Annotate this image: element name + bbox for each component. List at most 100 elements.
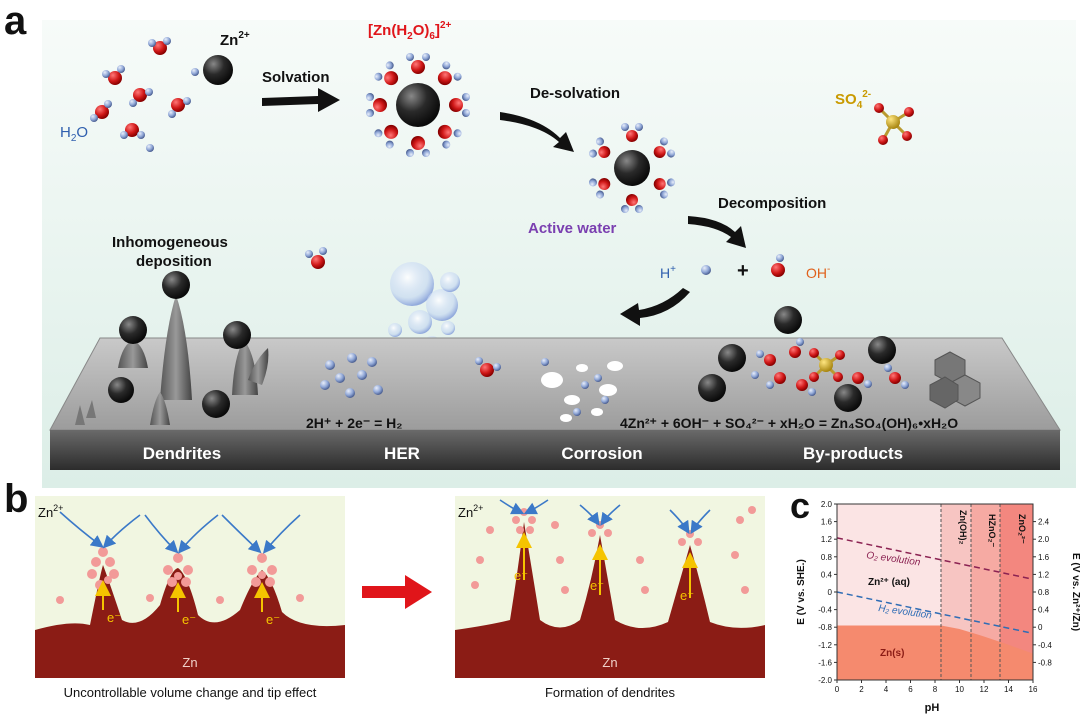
- y2-tick-label: 0.4: [1038, 606, 1050, 615]
- y2-tick-label: 2.0: [1038, 535, 1050, 544]
- y-tick-label: -2.0: [818, 676, 832, 685]
- y2-tick-label: 0.8: [1038, 588, 1050, 597]
- y2-tick-label: 0: [1038, 623, 1043, 632]
- inhomogeneous-label-1: Inhomogeneous: [112, 234, 228, 251]
- desolvated-complex: [588, 123, 676, 213]
- x-axis-label: pH: [925, 702, 940, 714]
- region-zn-s: [837, 625, 1033, 680]
- hzno2-label: HZnO₂⁻: [987, 514, 997, 547]
- y-tick-label: -1.2: [818, 641, 832, 650]
- y-axis-label-left: E (V vs. SHE.): [796, 559, 807, 625]
- bar-label-dendrites: Dendrites: [143, 444, 221, 463]
- y-tick-label: -0.8: [818, 623, 832, 632]
- pourbaix-plot: 0 2 4 6 8 10 12 14 16 -2.0 -1.6 -1.2 -0.8 -0.4 0 0.4 0.…: [818, 500, 1052, 694]
- panel-b: b Zn2+ e⁻ e⁻ e⁻ Zn: [4, 477, 765, 700]
- panel-a-letter: a: [4, 0, 27, 43]
- zno2-label: ZnO₂²⁻: [1017, 514, 1027, 544]
- decomposition-arrow: [688, 216, 746, 248]
- sulfate-ion: [874, 103, 914, 145]
- inhomogeneous-label-2: deposition: [136, 253, 212, 270]
- dendrite-structures: [75, 271, 269, 425]
- vertical-boundaries: [940, 504, 1001, 680]
- y-tick-label: -1.6: [818, 658, 832, 667]
- y-tick-label: 0.8: [821, 553, 833, 562]
- desolvation-arrow: [500, 112, 574, 152]
- y-tick-label: 2.0: [821, 500, 833, 509]
- o2-evolution-line: [836, 537, 1034, 580]
- corrosion-pits: [475, 357, 623, 422]
- y-tick-label: 0: [828, 588, 833, 597]
- free-water: [305, 247, 327, 269]
- zn-oh2-label: Zn(OH)₂: [958, 510, 968, 545]
- x-tick-label: 4: [884, 685, 889, 694]
- x-tick-label: 6: [908, 685, 913, 694]
- left-zn-ion-label: Zn2+: [38, 503, 63, 520]
- y2-tick-label: 1.6: [1038, 553, 1050, 562]
- y-tick-label: 0.4: [821, 570, 833, 579]
- h2-evolution-line: [836, 591, 1034, 635]
- solvated-complex: [366, 53, 470, 157]
- zn-s-label: Zn(s): [880, 648, 904, 659]
- bar-label-her: HER: [384, 444, 420, 463]
- panel-c: c 0 2 4 6 8 10 12 14 16 -2.0 -1.6 -1.2 -0.8 -0.4 0 0.4…: [790, 485, 1080, 714]
- x-tick-label: 2: [859, 685, 864, 694]
- left-flux-arrows: [59, 511, 301, 554]
- bar-label-corrosion: Corrosion: [561, 444, 642, 463]
- return-arrow: [620, 288, 690, 326]
- her-hydrogen-atoms: [320, 353, 383, 398]
- x-tick-label: 10: [955, 685, 964, 694]
- zn-ion-label: Zn2+: [220, 30, 250, 49]
- decomposition-label: Decomposition: [718, 195, 826, 212]
- left-electron-3: e⁻: [266, 612, 280, 627]
- zn-aq-label: Zn²⁺ (aq): [868, 577, 910, 588]
- h-plus-label: H+: [660, 264, 676, 281]
- zinc-electrode-front: [50, 430, 1060, 470]
- x-tick-label: 12: [980, 685, 989, 694]
- water-cluster: [90, 37, 199, 152]
- her-equation: 2H⁺ + 2e⁻ = H₂: [306, 415, 403, 431]
- x-tick-label: 8: [933, 685, 938, 694]
- water-label: H2O: [60, 124, 88, 144]
- y-tick-label: 1.2: [821, 535, 833, 544]
- right-zn-label: Zn: [602, 655, 617, 670]
- y-tick-label: -0.4: [818, 606, 832, 615]
- y2-tick-label: -0.8: [1038, 658, 1052, 667]
- oh-minus-label: OH-: [806, 264, 830, 281]
- solvation-label: Solvation: [262, 69, 330, 86]
- panel-a: a H2O Zn2+ Solvation: [4, 0, 1076, 488]
- byproduct-equation: 4Zn²⁺ + 6OH⁻ + SO₄²⁻ + xH₂O = Zn₄SO₄(OH)…: [620, 415, 958, 431]
- y2-tick-label: 1.2: [1038, 570, 1050, 579]
- plus-sign: +: [737, 260, 749, 282]
- y-tick-label: 1.6: [821, 518, 833, 527]
- right-electron-2: e⁻: [590, 578, 604, 593]
- hydroxide: [771, 254, 785, 277]
- complex-label: [Zn(H2O)6]2+: [368, 20, 452, 42]
- right-electron-arrows: [516, 532, 698, 598]
- left-electron-2: e⁻: [182, 612, 196, 627]
- panel-c-letter: c: [790, 485, 810, 526]
- left-electron-1: e⁻: [107, 610, 121, 625]
- x-tick-label: 0: [835, 685, 840, 694]
- sulfate-label: SO42-: [835, 89, 871, 111]
- panel-b-letter: b: [4, 477, 28, 521]
- solvation-arrow: [262, 88, 340, 112]
- right-electron-1: e⁻: [514, 568, 528, 583]
- y2-tick-label: -0.4: [1038, 641, 1052, 650]
- left-electron-arrows: [95, 580, 270, 612]
- y-axis-label-right: E (V vs. Zn²⁺/Zn): [1070, 553, 1080, 631]
- zn-ion: [203, 55, 233, 85]
- x-tick-label: 16: [1029, 685, 1038, 694]
- bar-label-byproducts: By-products: [803, 444, 903, 463]
- right-flux-arrows: [499, 499, 711, 535]
- byproduct-cluster: [698, 306, 981, 412]
- desolvation-label: De-solvation: [530, 85, 620, 102]
- right-electron-3: e⁻: [680, 588, 694, 603]
- y2-tick-label: 2.4: [1038, 518, 1050, 527]
- right-zn-ions: [471, 506, 756, 594]
- transition-arrow: [362, 575, 432, 609]
- left-zn-label: Zn: [182, 655, 197, 670]
- x-tick-label: 14: [1004, 685, 1013, 694]
- right-caption: Formation of dendrites: [545, 685, 676, 700]
- left-caption: Uncontrollable volume change and tip eff…: [64, 685, 317, 700]
